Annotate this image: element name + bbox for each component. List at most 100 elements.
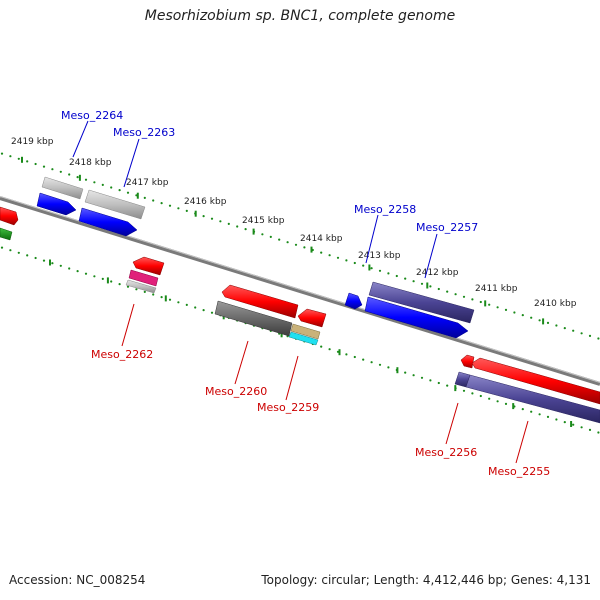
tick-dot (152, 199, 155, 202)
tick-dot (538, 413, 541, 416)
tick-dot (168, 298, 172, 301)
gene-feature-red[interactable] (471, 357, 600, 405)
tick-dot (101, 183, 104, 186)
tick-dot (404, 371, 407, 374)
gene-feature-gray[interactable] (41, 176, 84, 200)
tick-dot (580, 426, 583, 429)
tick-dot (118, 189, 121, 192)
gene-feature-tan[interactable] (290, 323, 321, 340)
tick-dot (370, 361, 373, 364)
tick-dot (210, 311, 214, 314)
tick-dot (17, 251, 20, 254)
tick-dot (420, 376, 424, 379)
gene-feature-red[interactable] (132, 256, 165, 276)
tick-dot (328, 254, 331, 257)
tick-dot (446, 290, 449, 293)
tick-dot (51, 262, 54, 265)
tick-dot (412, 374, 415, 377)
tick-label: 2417 kbp (126, 178, 169, 188)
gene-feature-blue[interactable] (78, 207, 138, 237)
tick-label: 2416 kbp (184, 197, 227, 207)
tick-dot (429, 379, 432, 382)
tick-dot (362, 264, 365, 267)
tick-dot (429, 285, 432, 288)
gene-label-meso-2264[interactable]: Meso_2264 (61, 109, 123, 122)
gene-feature-navy[interactable] (465, 374, 600, 424)
tick-dot (210, 217, 214, 220)
tick-dot (580, 332, 583, 335)
tick-dot (521, 408, 524, 411)
gene-feature-navy[interactable] (368, 281, 475, 324)
gene-feature-red[interactable] (0, 206, 19, 226)
tick-dot (278, 238, 281, 241)
tick-dot (320, 345, 323, 348)
gene-label-meso-2256[interactable]: Meso_2256 (415, 446, 477, 459)
tick-dot (59, 170, 62, 173)
tick-dot (328, 348, 331, 351)
tick-dot (126, 285, 130, 288)
tick-dot (42, 259, 46, 262)
tick-dot (101, 277, 104, 280)
tick-dot (446, 384, 449, 387)
tick-dot (26, 160, 29, 163)
tick-dot (462, 295, 466, 298)
gene-feature-blue[interactable] (364, 296, 469, 339)
tick-label: 2418 kbp (69, 158, 112, 168)
tick-dot (227, 222, 230, 225)
tick-dot (9, 249, 12, 252)
gene-feature-gray[interactable] (84, 189, 146, 220)
gene-feature-magenta[interactable] (128, 269, 159, 287)
tick-dot (42, 165, 46, 168)
tick-dot (530, 316, 533, 319)
tick-label: 2412 kbp (416, 268, 459, 278)
tick-dot (177, 301, 180, 304)
gene-feature-cyan[interactable] (288, 331, 319, 346)
tick-dot (345, 353, 348, 356)
gene-feature-red[interactable] (221, 284, 299, 319)
leader-line (445, 402, 459, 445)
tick-dot (563, 421, 566, 424)
tick-dot (488, 397, 491, 400)
gene-label-meso-2262[interactable]: Meso_2262 (91, 348, 153, 361)
gene-feature-blue[interactable] (36, 192, 77, 216)
gene-label-meso-2258[interactable]: Meso_2258 (354, 203, 416, 216)
tick-dot (168, 204, 172, 207)
tick-dot (588, 334, 592, 337)
tick-dot (51, 168, 54, 171)
tick-dot (345, 259, 348, 262)
gene-feature-green[interactable] (0, 227, 13, 241)
gene-feature-red[interactable] (297, 308, 327, 328)
tick-dot (185, 209, 188, 212)
gene-feature-blue[interactable] (344, 292, 363, 310)
tick-label: 2410 kbp (534, 299, 577, 309)
tick-dot (152, 293, 155, 296)
gene-label-meso-2255[interactable]: Meso_2255 (488, 465, 550, 478)
gene-label-meso-2260[interactable]: Meso_2260 (205, 385, 267, 398)
tick-dot (572, 329, 575, 332)
genome-backbone (0, 196, 600, 386)
gene-label-meso-2257[interactable]: Meso_2257 (416, 221, 478, 234)
tick-dot (462, 389, 466, 392)
tick-dot (269, 235, 272, 238)
tick-dot (546, 321, 550, 324)
gene-feature-dark-gray[interactable] (214, 300, 293, 337)
leader-line (72, 120, 89, 158)
tick-dot (496, 306, 499, 309)
tick-dot (412, 280, 415, 283)
tick-dot (597, 431, 600, 434)
tick-dot (555, 418, 558, 421)
tick-dot (17, 157, 20, 160)
tick-dot (261, 233, 264, 236)
leader-line (121, 303, 135, 347)
gene-feature-red[interactable] (460, 354, 475, 369)
tick-dot (84, 178, 88, 181)
tick-dot (143, 290, 146, 293)
gene-label-meso-2263[interactable]: Meso_2263 (113, 126, 175, 139)
tick-dot (513, 311, 516, 314)
tick-label: 2413 kbp (358, 251, 401, 261)
tick-dot (378, 363, 382, 366)
gene-label-meso-2259[interactable]: Meso_2259 (257, 401, 319, 414)
tick-dot (588, 428, 592, 431)
gene-feature-gray[interactable] (125, 279, 157, 294)
